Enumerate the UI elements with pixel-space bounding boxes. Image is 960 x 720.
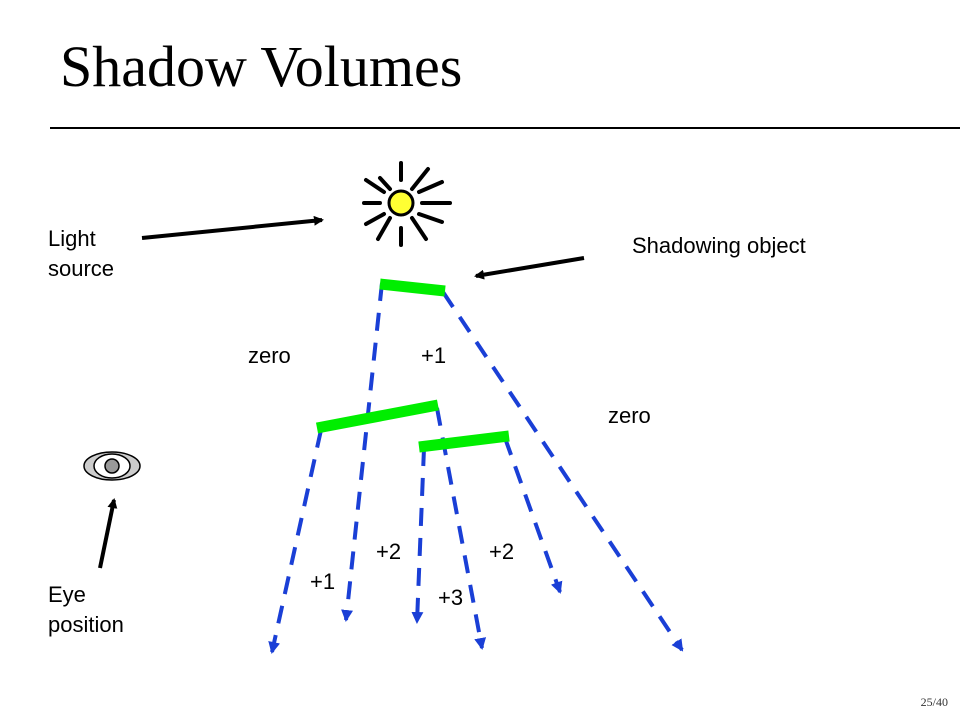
eye-position-label: Eye position	[48, 582, 124, 637]
shadow-edge-3	[268, 429, 323, 654]
slide-title: Shadow Volumes	[60, 34, 463, 99]
shadow-edge-6	[503, 437, 563, 594]
region-count-label: +2	[489, 539, 515, 564]
region-count-label: zero	[248, 343, 291, 368]
eye-icon	[83, 451, 141, 481]
region-count-label: zero	[608, 403, 651, 428]
region-count-label: +1	[421, 343, 447, 368]
shadowing-object-lower	[418, 430, 510, 453]
region-count-label: +3	[438, 585, 464, 610]
region-count-label: +2	[376, 539, 402, 564]
shadowing-object-arrow	[474, 256, 585, 280]
page-number: 25/40	[920, 695, 948, 709]
light-source-label: Light source	[48, 226, 115, 281]
shadow-edge-5	[411, 447, 426, 624]
shadow-edge-1	[341, 282, 384, 622]
title-divider	[50, 127, 960, 129]
shadowing-object-middle	[315, 399, 440, 434]
region-count-label: +1	[310, 569, 336, 594]
shadow-edge-2	[441, 290, 684, 652]
shadowing-object-label: Shadowing object	[632, 233, 806, 258]
eye-position-arrow	[98, 498, 118, 569]
sun-icon	[362, 161, 452, 247]
light-source-arrow	[141, 215, 324, 240]
shadowing-object-top	[379, 278, 446, 297]
